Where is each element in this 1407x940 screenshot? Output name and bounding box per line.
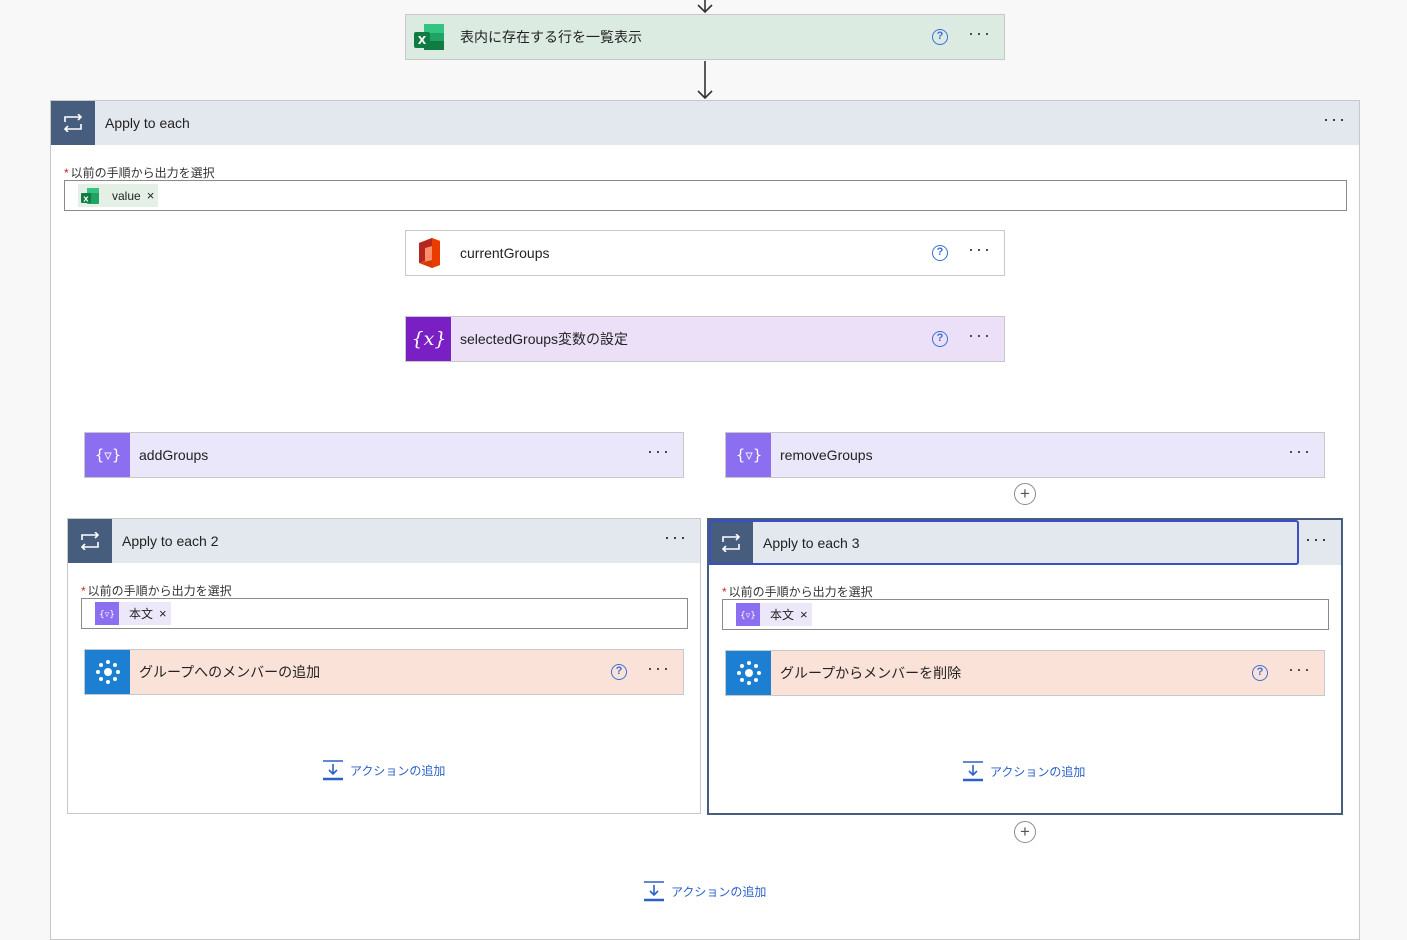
more-options-button[interactable]: ··· <box>647 658 671 678</box>
more-options-button[interactable]: ··· <box>1288 441 1312 461</box>
more-options-button[interactable]: ··· <box>968 239 992 259</box>
body-token[interactable]: {▿} 本文 × <box>736 603 812 626</box>
svg-text:{▿}: {▿} <box>736 446 762 464</box>
add-action-link[interactable]: アクションの追加 <box>962 760 1085 782</box>
add-member-action-card[interactable]: グループへのメンバーの追加 ? ··· <box>84 649 684 695</box>
list-rows-action-card[interactable]: X 表内に存在する行を一覧表示 ? ··· <box>405 14 1005 60</box>
azure-ad-icon <box>726 651 771 695</box>
loop-icon <box>709 520 753 565</box>
list-rows-title: 表内に存在する行を一覧表示 <box>460 29 642 45</box>
select-output-input[interactable]: X value × <box>64 180 1347 211</box>
svg-text:{x}: {x} <box>412 328 446 350</box>
apply-to-each-2-title: Apply to each 2 <box>122 533 219 549</box>
svg-text:{▿}: {▿} <box>740 611 756 621</box>
more-options-button[interactable]: ··· <box>968 325 992 345</box>
help-icon[interactable]: ? <box>611 664 627 680</box>
current-groups-card[interactable]: currentGroups ? ··· <box>405 230 1005 276</box>
select-output-label: *以前の手順から出力を選択 <box>81 584 232 598</box>
help-icon[interactable]: ? <box>932 245 948 261</box>
more-options-button[interactable]: ··· <box>1323 109 1347 129</box>
select-output-input[interactable]: {▿} 本文 × <box>81 598 688 629</box>
filter-array-icon: {▿} <box>85 433 130 477</box>
help-icon[interactable]: ? <box>932 331 948 347</box>
token-label: 本文 <box>770 608 795 622</box>
insert-step-button[interactable]: + <box>1014 821 1036 843</box>
apply-to-each-3-scope: Apply to each 3 ··· *以前の手順から出力を選択 {▿} 本文… <box>707 518 1343 815</box>
filter-array-icon: {▿} <box>736 603 760 626</box>
add-action-icon <box>963 761 983 782</box>
svg-text:{▿}: {▿} <box>99 610 115 620</box>
apply-to-each-2-header[interactable]: Apply to each 2 ··· <box>68 519 700 563</box>
help-icon[interactable]: ? <box>1252 665 1268 681</box>
value-token[interactable]: X value × <box>78 184 159 207</box>
remove-token-icon[interactable]: × <box>146 188 155 203</box>
azure-ad-icon <box>85 650 130 694</box>
loop-icon <box>51 101 95 145</box>
excel-icon: X <box>406 15 451 59</box>
token-label: 本文 <box>129 607 154 621</box>
office-icon <box>406 231 451 275</box>
remove-member-title: グループからメンバーを削除 <box>780 665 962 681</box>
select-output-label: *以前の手順から出力を選択 <box>64 166 215 180</box>
remove-token-icon[interactable]: × <box>159 606 167 621</box>
apply-to-each-title: Apply to each <box>105 115 190 131</box>
more-options-button[interactable]: ··· <box>1305 528 1329 549</box>
token-label: value <box>112 188 141 203</box>
select-output-input[interactable]: {▿} 本文 × <box>722 599 1329 630</box>
apply-to-each-2-scope: Apply to each 2 ··· *以前の手順から出力を選択 {▿} 本文… <box>67 518 701 814</box>
add-action-link[interactable]: アクションの追加 <box>643 880 766 902</box>
add-action-icon <box>323 760 343 781</box>
body-token[interactable]: {▿} 本文 × <box>95 602 171 625</box>
svg-text:X: X <box>417 34 426 47</box>
filter-array-icon: {▿} <box>726 433 771 477</box>
svg-text:{▿}: {▿} <box>95 446 121 464</box>
remove-token-icon[interactable]: × <box>800 607 808 622</box>
add-action-label: アクションの追加 <box>350 763 446 778</box>
remove-groups-title: removeGroups <box>780 447 873 463</box>
select-output-label: *以前の手順から出力を選択 <box>722 585 873 599</box>
add-groups-card[interactable]: {▿} addGroups ··· <box>84 432 684 478</box>
more-options-button[interactable]: ··· <box>1288 659 1312 679</box>
svg-text:X: X <box>83 195 89 203</box>
remove-groups-card[interactable]: {▿} removeGroups ··· <box>725 432 1325 478</box>
more-options-button[interactable]: ··· <box>968 23 992 43</box>
add-action-label: アクションの追加 <box>990 764 1086 779</box>
remove-member-action-card[interactable]: グループからメンバーを削除 ? ··· <box>725 650 1325 696</box>
add-action-icon <box>644 881 664 902</box>
add-action-link[interactable]: アクションの追加 <box>322 759 445 781</box>
current-groups-title: currentGroups <box>460 245 550 261</box>
add-action-label: アクションの追加 <box>671 884 767 899</box>
set-variable-card[interactable]: {x} selectedGroups変数の設定 ? ··· <box>405 316 1005 362</box>
variable-icon: {x} <box>406 317 451 361</box>
apply-to-each-3-header[interactable]: Apply to each 3 ··· <box>709 520 1341 565</box>
add-member-title: グループへのメンバーの追加 <box>139 664 321 680</box>
set-variable-title: selectedGroups変数の設定 <box>460 331 629 347</box>
loop-icon <box>68 519 112 563</box>
more-options-button[interactable]: ··· <box>647 441 671 461</box>
insert-step-button[interactable]: + <box>1014 483 1036 505</box>
add-groups-title: addGroups <box>139 447 209 463</box>
apply-to-each-header[interactable]: Apply to each ··· <box>51 101 1359 145</box>
more-options-button[interactable]: ··· <box>664 527 688 547</box>
excel-icon: X <box>78 184 102 207</box>
help-icon[interactable]: ? <box>932 29 948 45</box>
apply-to-each-3-title: Apply to each 3 <box>763 534 860 551</box>
filter-array-icon: {▿} <box>95 602 119 625</box>
